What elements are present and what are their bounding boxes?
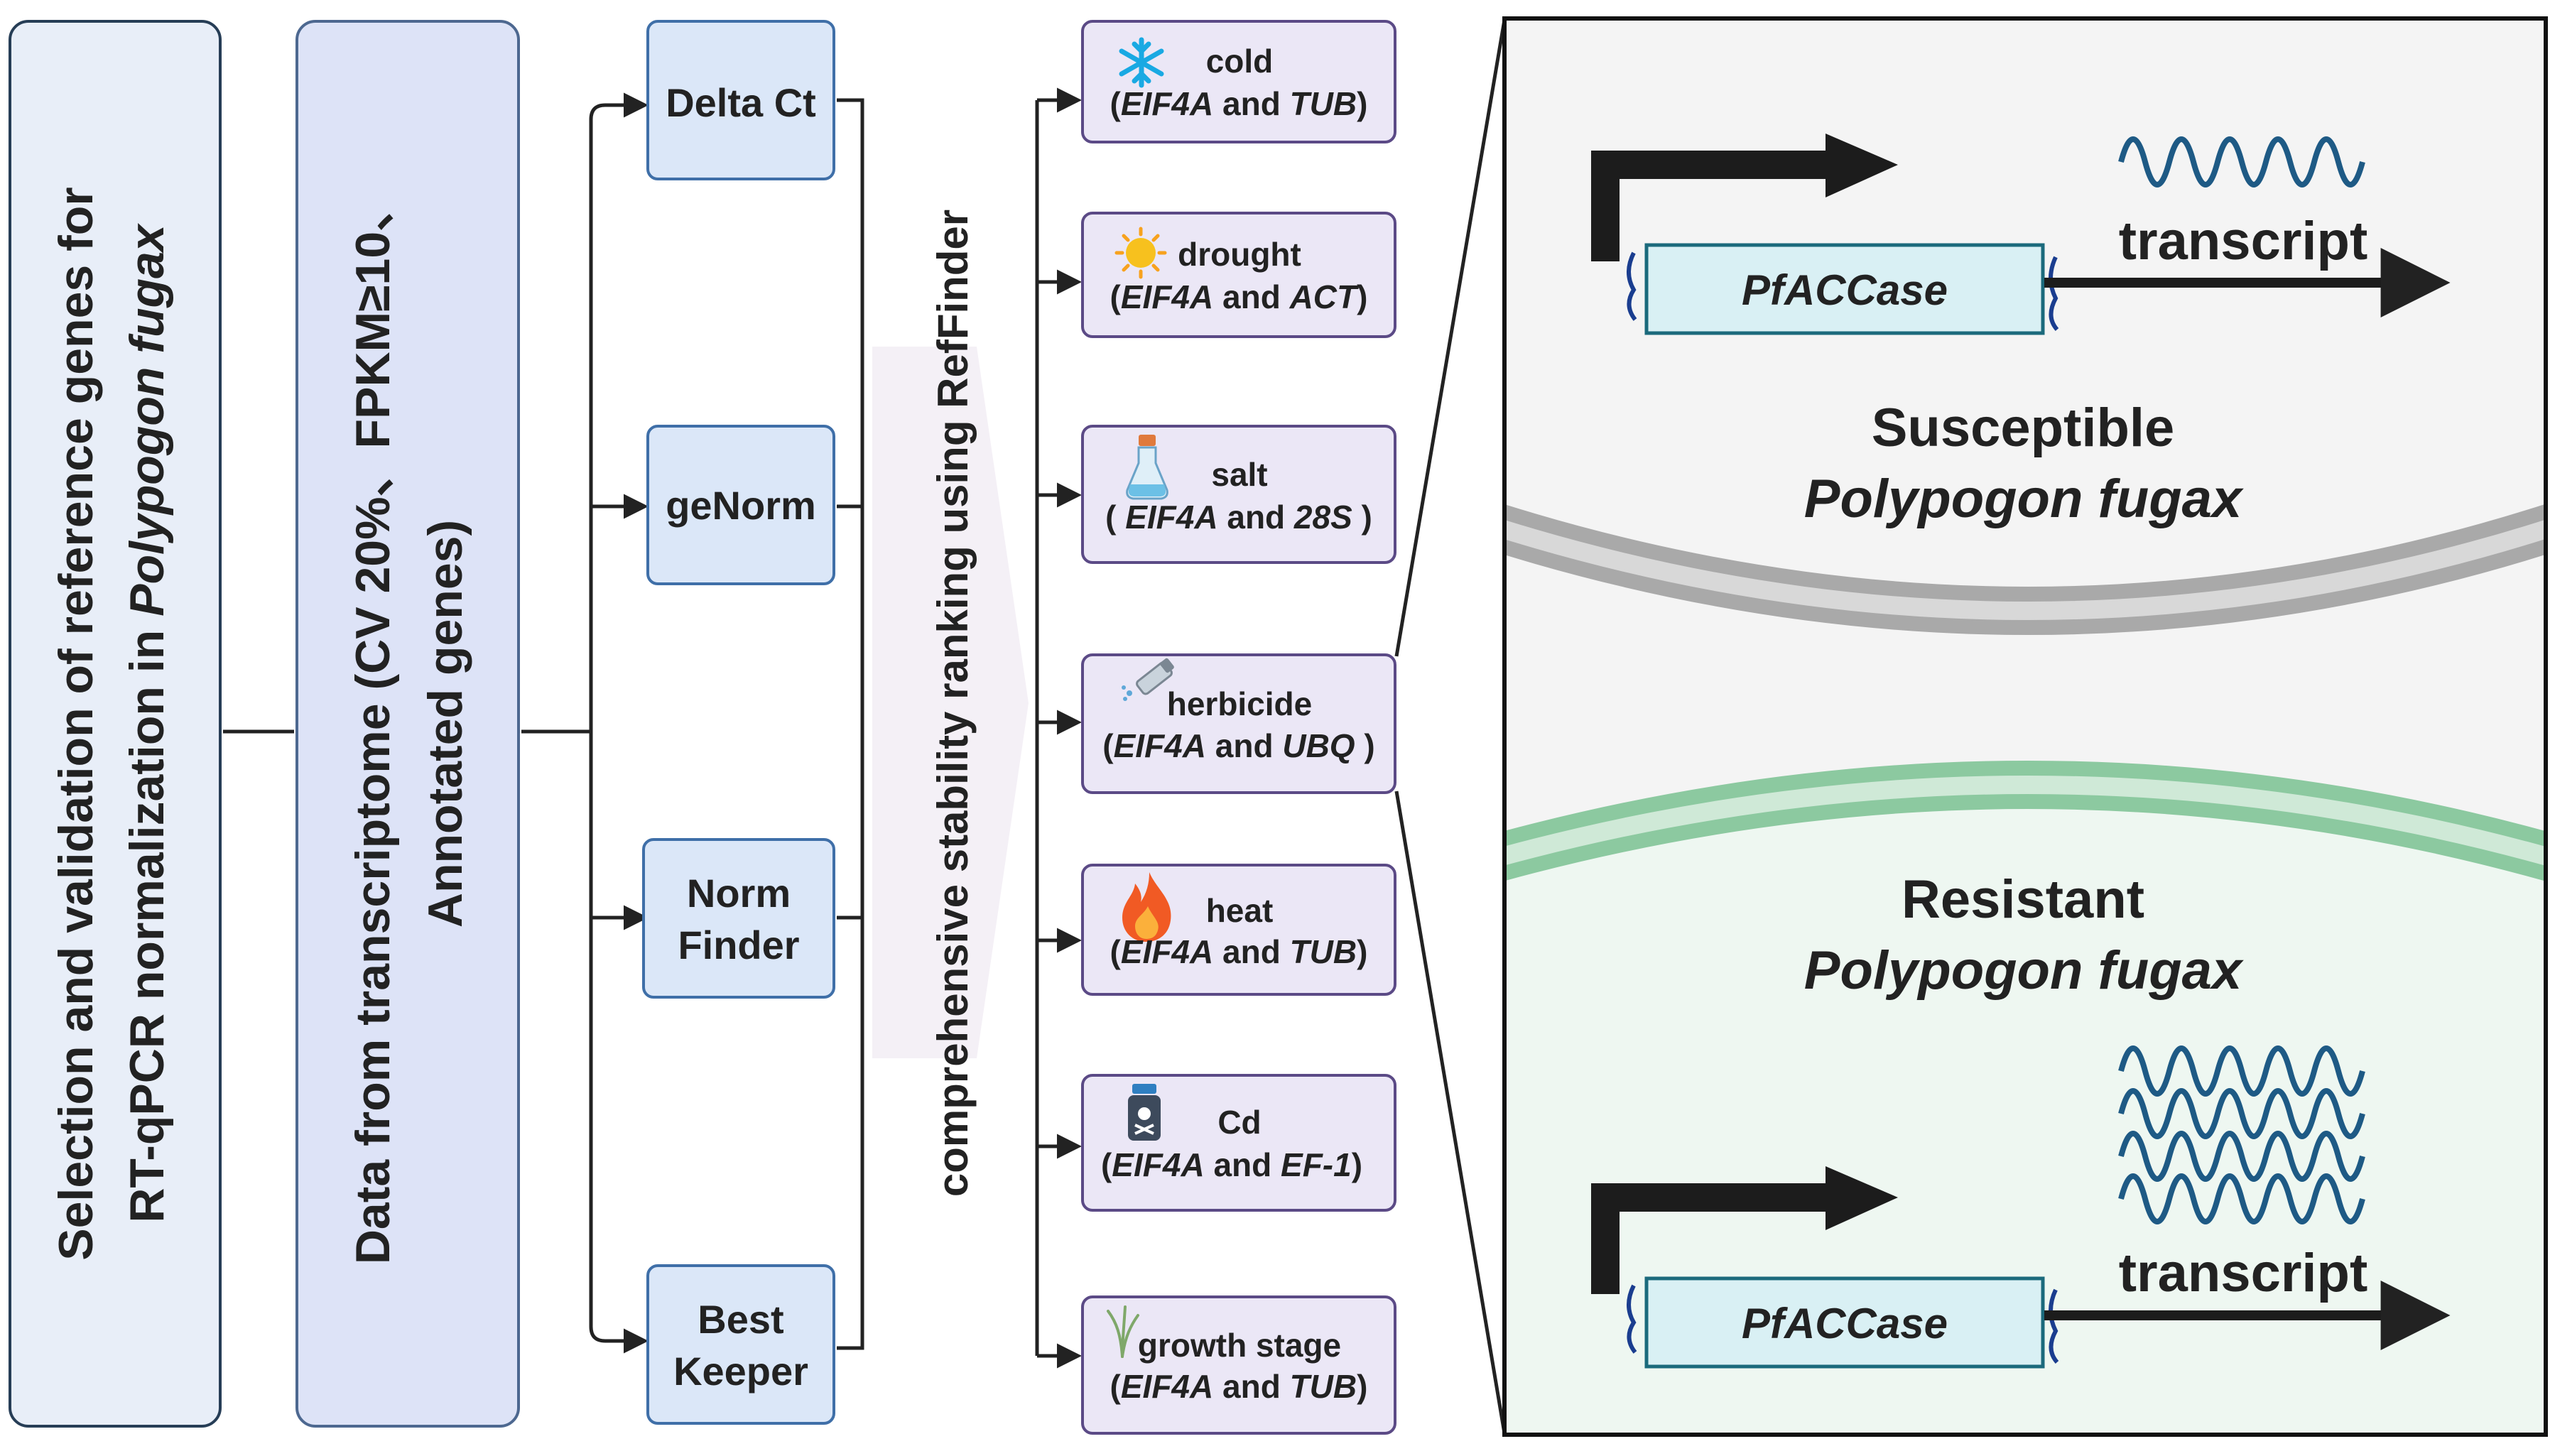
resistant-transcript-waves: [2118, 1045, 2365, 1224]
susceptible-transcript-label: transcript: [2119, 211, 2368, 271]
resistant-species-label: Polypogon fugax: [1804, 940, 2244, 1001]
data-line-1: Data from transcriptome (CV 20%、FPKM≥10、: [346, 183, 400, 1264]
condition-cold: cold (EIF4A and TUB): [1081, 20, 1396, 143]
svg-text:Best: Best: [698, 1297, 783, 1342]
condition-drought: drought (EIF4A and ACT): [1081, 212, 1396, 338]
condition-growth-stage: growth stage (EIF4A and TUB): [1081, 1295, 1396, 1435]
svg-text:Norm: Norm: [687, 871, 791, 916]
svg-text:Finder: Finder: [678, 923, 799, 967]
reffinder-label: comprehensive stability ranking using Re…: [929, 210, 977, 1197]
susceptible-species-label: Polypogon fugax: [1804, 469, 2244, 529]
condition-heat: heat (EIF4A and TUB): [1081, 864, 1396, 996]
title-line-2: RT-qPCR normalization in Polypogon fugax: [120, 222, 174, 1223]
snowflake-icon: [1119, 37, 1164, 88]
svg-text:(EIF4A and UBQ ): (EIF4A and UBQ ): [1102, 727, 1374, 764]
svg-text:cold: cold: [1206, 43, 1274, 80]
svg-text:(EIF4A and EF-1): (EIF4A and EF-1): [1101, 1146, 1362, 1183]
svg-text:growth stage: growth stage: [1138, 1327, 1341, 1364]
svg-text:(EIF4A and TUB): (EIF4A and TUB): [1110, 1368, 1368, 1405]
svg-text:geNorm: geNorm: [666, 483, 816, 528]
condition-cd: Cd (EIF4A and EF-1): [1081, 1074, 1396, 1212]
data-box: Data from transcriptome (CV 20%、FPKM≥10、…: [295, 20, 520, 1428]
grass-icon: [1107, 1305, 1139, 1358]
resistant-gene-diagram: PfACCase transcript: [1591, 1045, 2451, 1369]
condition-salt: salt ( EIF4A and 28S ): [1081, 425, 1396, 564]
svg-text:drought: drought: [1178, 236, 1301, 273]
title-box: Selection and validation of reference ge…: [9, 20, 222, 1428]
svg-text:Delta Ct: Delta Ct: [666, 80, 816, 125]
susceptible-gene-label: PfACCase: [1742, 266, 1948, 314]
resistant-label: Resistant: [1902, 869, 2144, 930]
flask-icon: [1126, 435, 1168, 500]
svg-text:(EIF4A and ACT): (EIF4A and ACT): [1110, 278, 1368, 315]
method-bestkeeper: Best Keeper: [646, 1264, 835, 1425]
poison-bottle-icon: [1128, 1084, 1161, 1141]
susceptible-label: Susceptible: [1872, 398, 2175, 458]
susceptible-gene-diagram: PfACCase transcript: [1591, 134, 2451, 335]
resistant-transcript-label: transcript: [2119, 1243, 2368, 1303]
svg-text:salt: salt: [1211, 456, 1267, 493]
method-normfinder: Norm Finder: [642, 838, 835, 999]
svg-text:( EIF4A and 28S ): ( EIF4A and 28S ): [1105, 499, 1372, 536]
svg-text:Keeper: Keeper: [673, 1349, 808, 1393]
flame-icon: [1122, 872, 1171, 942]
title-line-1: Selection and validation of reference ge…: [49, 187, 103, 1261]
sun-icon: [1114, 227, 1167, 279]
condition-herbicide: herbicide (EIF4A and UBQ ): [1081, 653, 1396, 794]
detail-panel: PfACCase transcript Susceptible Polypogo…: [1502, 16, 2548, 1437]
chevron-background: [872, 347, 1029, 1058]
svg-text:(EIF4A and TUB): (EIF4A and TUB): [1110, 933, 1368, 970]
data-line-2: Annotated genes): [418, 520, 472, 928]
method-genorm: geNorm: [646, 425, 835, 585]
resistant-gene-label: PfACCase: [1742, 1300, 1948, 1347]
sprayer-icon: [1122, 658, 1174, 701]
svg-text:heat: heat: [1206, 892, 1274, 929]
svg-text:(EIF4A and TUB): (EIF4A and TUB): [1110, 85, 1368, 122]
svg-text:herbicide: herbicide: [1167, 685, 1313, 722]
svg-text:Cd: Cd: [1217, 1104, 1261, 1141]
susceptible-transcript-wave: [2118, 136, 2365, 188]
method-delta-ct: Delta Ct: [646, 20, 835, 180]
